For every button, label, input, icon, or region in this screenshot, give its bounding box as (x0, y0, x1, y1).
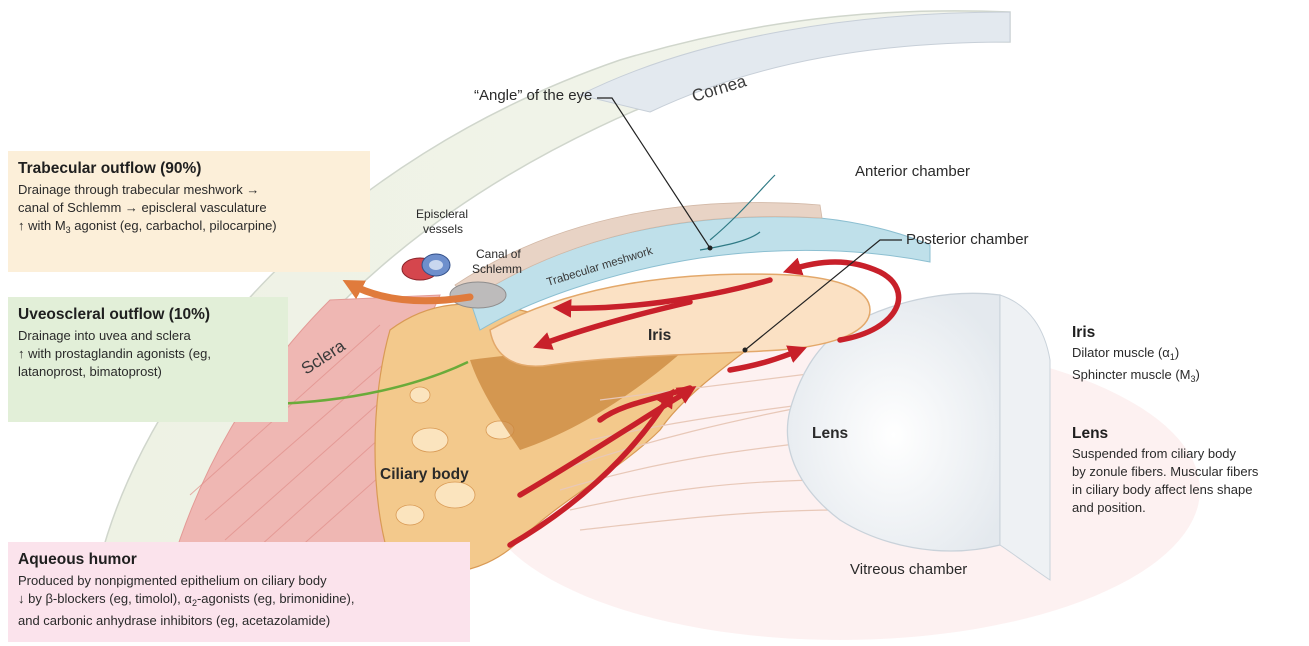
canal-of-schlemm-shape (450, 282, 506, 308)
episcleral-vessels-label-2: vessels (423, 222, 463, 236)
iris-info-title: Iris (1072, 322, 1200, 344)
angle-leader-dot (708, 246, 713, 251)
aqueous-humor-title: Aqueous humor (18, 550, 460, 570)
trabecular-outflow-title: Trabecular outflow (90%) (18, 159, 360, 179)
posterior-leader-dot (743, 348, 748, 353)
aqueous-humor-line3: and carbonic anhydrase inhibitors (eg, a… (18, 612, 460, 630)
uveoscleral-outflow-title: Uveoscleral outflow (10%) (18, 305, 278, 325)
iris-sphincter-line: Sphincter muscle (M3) (1072, 366, 1200, 388)
vitreous-chamber-label: Vitreous chamber (850, 561, 967, 578)
canal-of-schlemm-label-2: Schlemm (472, 262, 522, 276)
lens-info: Lens Suspended from ciliary body by zonu… (1072, 423, 1258, 517)
uveoscleral-outflow-line1: Drainage into uvea and sclera (18, 327, 278, 345)
lens-structure-label: Lens (812, 425, 848, 443)
lens-side (1000, 295, 1050, 580)
posterior-chamber-label: Posterior chamber (906, 231, 1029, 248)
lens-info-line1: Suspended from ciliary body (1072, 445, 1258, 463)
iris-info: Iris Dilator muscle (α1) Sphincter muscl… (1072, 322, 1200, 388)
aqueous-humor-line1: Produced by nonpigmented epithelium on c… (18, 572, 460, 590)
iris-structure-label: Iris (648, 327, 671, 345)
angle-label: “Angle” of the eye (474, 87, 592, 104)
episcleral-vessels-shape (402, 254, 450, 280)
lens-info-line2: by zonule fibers. Muscular fibers (1072, 463, 1258, 481)
trabecular-outflow-line1: Drainage through trabecular meshwork → (18, 181, 360, 199)
lens-info-line4: and position. (1072, 499, 1258, 517)
uveoscleral-outflow-line3: latanoprost, bimatoprost) (18, 363, 278, 381)
trabecular-outflow-line2: canal of Schlemm → episcleral vasculatur… (18, 199, 360, 217)
aqueous-humor-line2: ↓ by β-blockers (eg, timolol), α2-agonis… (18, 590, 460, 612)
uveoscleral-outflow-box: Uveoscleral outflow (10%) Drainage into … (8, 297, 288, 422)
episcleral-vessels-label-1: Episcleral (416, 207, 468, 221)
uveoscleral-outflow-line2: ↑ with prostaglandin agonists (eg, (18, 345, 278, 363)
iris-dilator-line: Dilator muscle (α1) (1072, 344, 1200, 366)
anterior-chamber-label: Anterior chamber (855, 163, 970, 180)
canal-of-schlemm-label-1: Canal of (476, 247, 521, 261)
ciliary-body-label: Ciliary body (380, 466, 469, 484)
trabecular-outflow-line3: ↑ with M3 agonist (eg, carbachol, piloca… (18, 217, 360, 239)
aqueous-humor-box: Aqueous humor Produced by nonpigmented e… (8, 542, 470, 642)
lens-info-title: Lens (1072, 423, 1258, 445)
lens-info-line3: in ciliary body affect lens shape (1072, 481, 1258, 499)
trabecular-outflow-box: Trabecular outflow (90%) Drainage throug… (8, 151, 370, 272)
